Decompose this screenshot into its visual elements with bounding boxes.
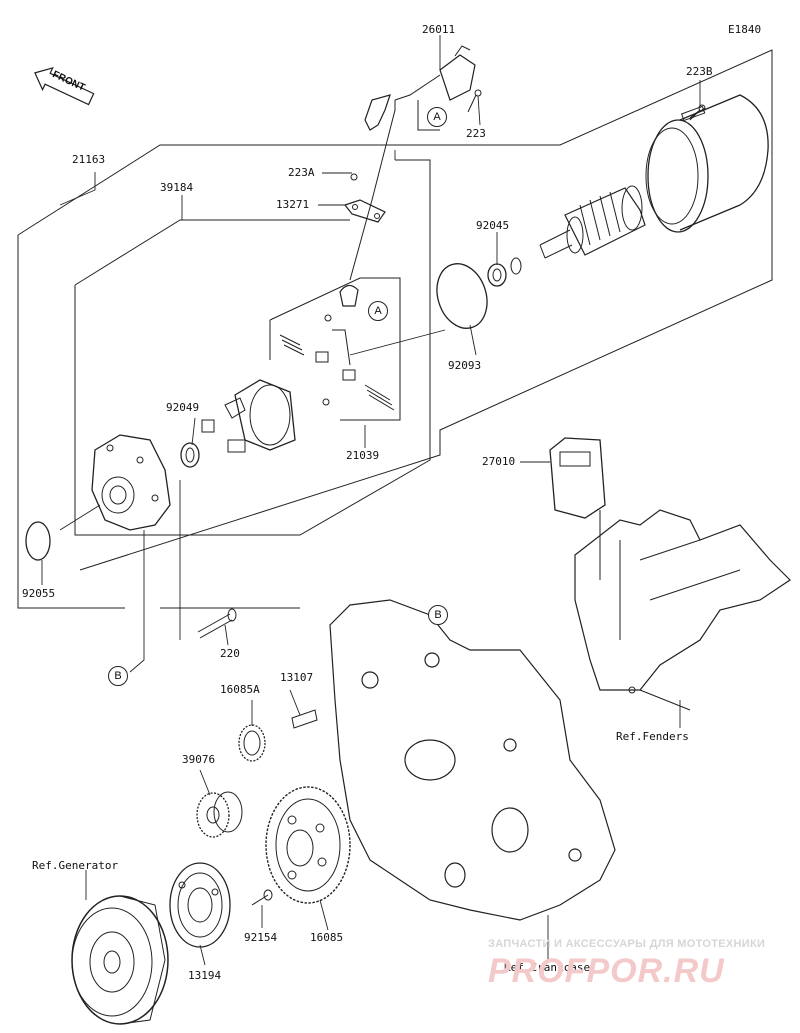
part-label-13194[interactable]: 13194	[188, 969, 222, 982]
part-label-223b[interactable]: 223B	[686, 65, 713, 78]
part-label-16085a[interactable]: 16085A	[220, 683, 260, 696]
assembly-frame-inner	[74, 159, 431, 536]
part-label-39184[interactable]: 39184	[160, 181, 194, 194]
pin-13107	[291, 709, 318, 729]
crankcase	[329, 599, 616, 921]
relay-27010	[549, 437, 606, 580]
part-label-21163[interactable]: 21163	[72, 153, 106, 166]
assembly-frame-outer	[17, 49, 773, 571]
connector-26011	[349, 45, 476, 281]
callout-b-crankcase: B	[428, 605, 448, 625]
callout-a-upper: A	[427, 107, 447, 127]
gear-16085	[265, 786, 351, 904]
part-label-39076[interactable]: 39076	[182, 753, 216, 766]
end-cover-39184	[91, 434, 171, 531]
part-label-223a[interactable]: 223A	[288, 166, 315, 179]
watermark-tagline: ЗАПЧАСТИ И АКСЕССУАРЫ ДЛЯ МОТОТЕХНИКИ	[488, 938, 766, 950]
clutch-13194	[169, 862, 231, 948]
o-ring-92055	[25, 521, 51, 561]
part-label-13271[interactable]: 13271	[276, 198, 310, 211]
part-label-220[interactable]: 220	[220, 647, 240, 660]
part-label-13107[interactable]: 13107	[280, 671, 314, 684]
part-label-21039[interactable]: 21039	[346, 449, 380, 462]
gear-39076	[196, 791, 243, 838]
armature	[539, 185, 646, 259]
diagram-code: E1840	[728, 23, 762, 36]
fender-bracket	[574, 509, 791, 711]
part-label-26011[interactable]: 26011	[422, 23, 456, 36]
part-label-92093[interactable]: 92093	[448, 359, 482, 372]
part-label-223[interactable]: 223	[466, 127, 486, 140]
brush-holder-21039	[201, 314, 395, 453]
seal-92049	[180, 442, 200, 468]
bearing-92045	[487, 263, 507, 287]
part-label-92045[interactable]: 92045	[476, 219, 510, 232]
front-arrow	[34, 66, 95, 106]
gear-16085a	[238, 724, 266, 762]
o-ring-92093	[436, 263, 488, 329]
part-label-16085[interactable]: 16085	[310, 931, 344, 944]
part-label-92055[interactable]: 92055	[22, 587, 56, 600]
part-label-27010[interactable]: 27010	[482, 455, 516, 468]
ref-crankcase-label[interactable]: Ref.Crankcase	[504, 961, 591, 974]
leader-lines	[41, 35, 701, 966]
watermark-logo: PROFPOR.RU	[488, 952, 725, 990]
generator-flywheel	[71, 895, 169, 1025]
brush-frame	[269, 277, 401, 421]
part-label-92049[interactable]: 92049	[166, 401, 200, 414]
callout-b-cover: B	[108, 666, 128, 686]
starter-motor	[645, 94, 769, 233]
part-label-92154[interactable]: 92154	[244, 931, 278, 944]
callout-a-lower: A	[368, 301, 388, 321]
plate-13271	[344, 173, 386, 223]
bolt-220	[197, 613, 233, 639]
ref-fenders-label[interactable]: Ref.Fenders	[616, 730, 689, 743]
ref-generator-label[interactable]: Ref.Generator	[32, 859, 119, 872]
